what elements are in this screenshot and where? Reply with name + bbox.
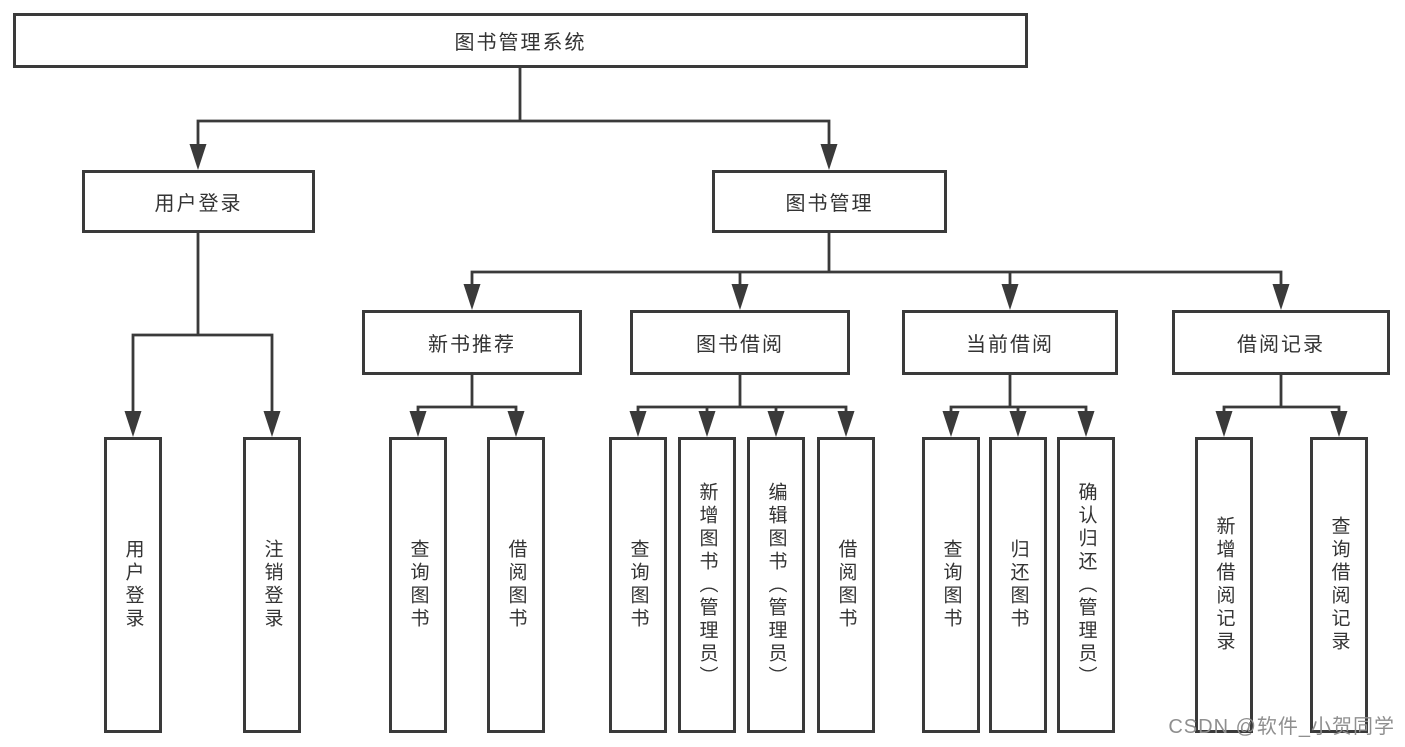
- leaf-borrow-book: 借阅图书: [817, 437, 875, 733]
- leaf-user-login: 用户登录: [104, 437, 162, 733]
- csdn-watermark: CSDN @软件_小贺同学: [1168, 716, 1395, 738]
- node-book-management: 图书管理: [712, 170, 947, 233]
- leaf-add-borrow-record: 新增借阅记录: [1195, 437, 1253, 733]
- leaf-query-book-recommend: 查询图书: [389, 437, 447, 733]
- leaf-logout: 注销登录: [243, 437, 301, 733]
- leaf-query-book-borrow: 查询图书: [609, 437, 667, 733]
- node-library-management-system: 图书管理系统: [13, 13, 1028, 68]
- node-current-borrow: 当前借阅: [902, 310, 1118, 375]
- node-book-borrow: 图书借阅: [630, 310, 850, 375]
- node-new-book-recommend: 新书推荐: [362, 310, 582, 375]
- leaf-query-borrow-record: 查询借阅记录: [1310, 437, 1368, 733]
- leaf-query-book-current: 查询图书: [922, 437, 980, 733]
- leaf-edit-book-admin: 编辑图书（管理员）: [747, 437, 805, 733]
- leaf-confirm-return-admin: 确认归还（管理员）: [1057, 437, 1115, 733]
- leaf-borrow-book-recommend: 借阅图书: [487, 437, 545, 733]
- node-user-login: 用户登录: [82, 170, 315, 233]
- leaf-add-book-admin: 新增图书（管理员）: [678, 437, 736, 733]
- node-borrow-record: 借阅记录: [1172, 310, 1390, 375]
- leaf-return-book: 归还图书: [989, 437, 1047, 733]
